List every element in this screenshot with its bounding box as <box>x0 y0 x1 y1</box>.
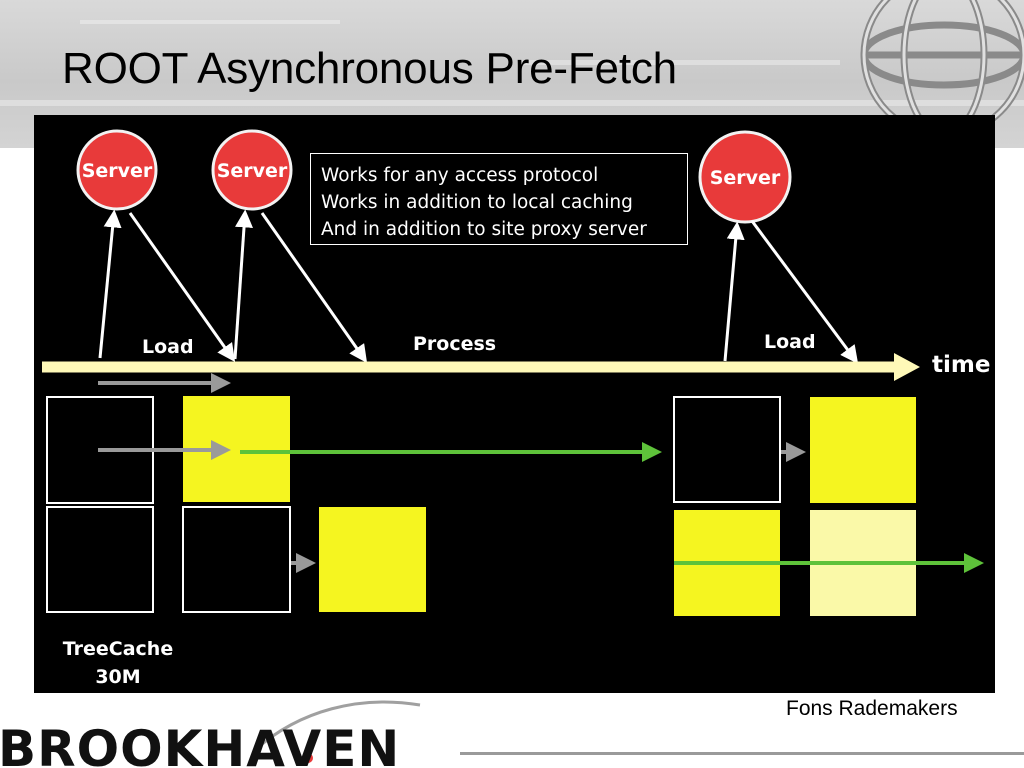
brookhaven-logo: BROOKHAVEN <box>0 700 460 768</box>
callout-box: Works for any access protocol Works in a… <box>310 153 688 245</box>
request-arrow <box>233 209 253 360</box>
response-arrow <box>750 220 859 364</box>
diagram-panel: Server Server Server Load Process Load t… <box>34 115 995 693</box>
buffer-empty <box>46 506 154 613</box>
buffer-empty <box>673 396 781 503</box>
footer-rule <box>460 752 1024 755</box>
server-label: Server <box>710 167 781 189</box>
callout-line: And in addition to site proxy server <box>321 219 647 240</box>
buffer-filled <box>810 397 916 503</box>
logo-text: BROOKHAVEN <box>0 720 400 768</box>
request-arrow <box>723 221 745 362</box>
author-credit: Fons Rademakers <box>786 697 958 720</box>
logo-swoosh-icon: BROOKHAVEN <box>0 700 421 768</box>
response-arrow <box>128 212 236 362</box>
server-node: Server <box>76 129 158 211</box>
cache-label: TreeCache <box>63 638 173 660</box>
request-arrow <box>98 209 122 359</box>
cache-label-size: 30M <box>95 666 140 688</box>
prefetch-diagram: Server Server Server Load Process Load t… <box>42 129 990 688</box>
buffer-empty <box>182 506 291 613</box>
callout-line: Works in addition to local caching <box>321 192 633 213</box>
buffer-filled <box>319 507 426 612</box>
callout-line: Works for any access protocol <box>321 165 599 186</box>
server-label: Server <box>217 160 288 182</box>
phase-label-load: Load <box>764 331 816 353</box>
server-node: Server <box>211 129 293 211</box>
server-node: Server <box>698 130 792 224</box>
response-arrow <box>260 212 368 363</box>
time-axis-arrowhead <box>894 353 920 381</box>
phase-label-load: Load <box>142 336 194 358</box>
slide-title: ROOT Asynchronous Pre-Fetch <box>62 44 677 93</box>
time-label: time <box>932 352 990 378</box>
server-label: Server <box>82 160 153 182</box>
phase-label-process: Process <box>413 333 496 355</box>
